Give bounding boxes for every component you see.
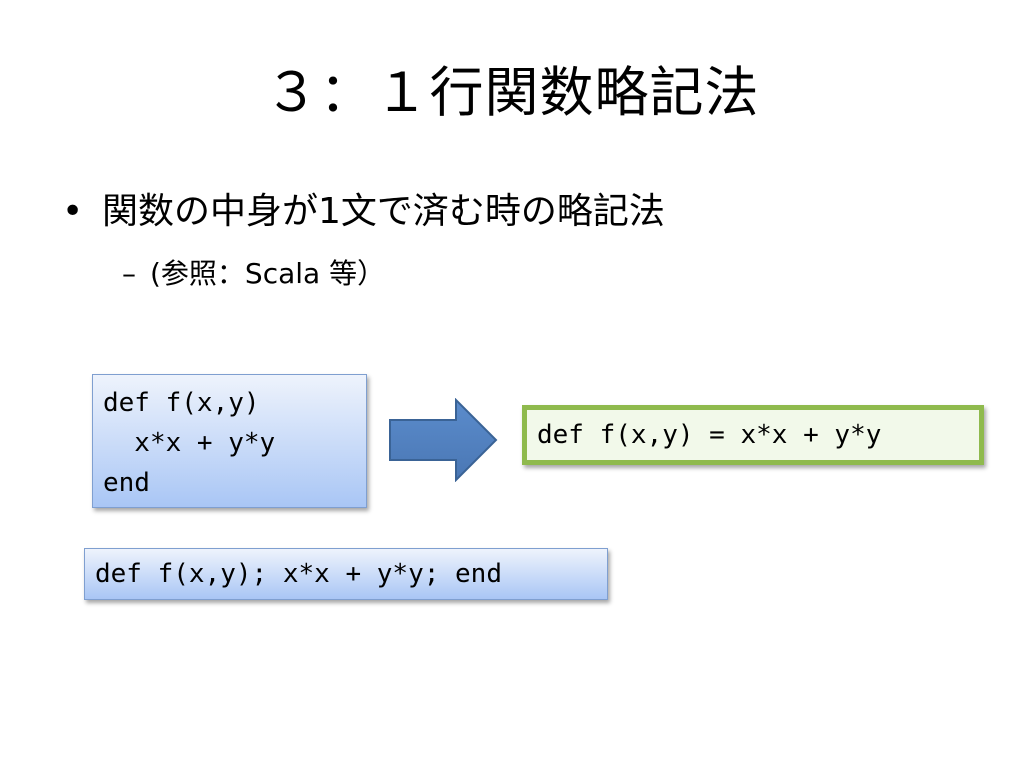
arrow-shape (389, 398, 498, 482)
sub-bullet-text: (参照：Scala 等） (150, 257, 386, 290)
right-arrow-icon (389, 398, 498, 482)
sub-bullet-item: –(参照：Scala 等） (122, 254, 385, 294)
code-box-short: def f(x,y) = x*x + y*y (522, 405, 984, 465)
sub-bullet-marker: – (122, 257, 136, 290)
code-box-semicolon: def f(x,y); x*x + y*y; end (84, 548, 608, 600)
bullet-item: • 関数の中身が1文で済む時の略記法 (62, 188, 665, 236)
code-box-multiline: def f(x,y) x*x + y*y end (92, 374, 367, 508)
bullet-text: 関数の中身が1文で済む時の略記法 (102, 191, 665, 232)
bullet-marker: • (62, 191, 84, 232)
slide-title: ３：１行関数略記法 (264, 61, 760, 124)
